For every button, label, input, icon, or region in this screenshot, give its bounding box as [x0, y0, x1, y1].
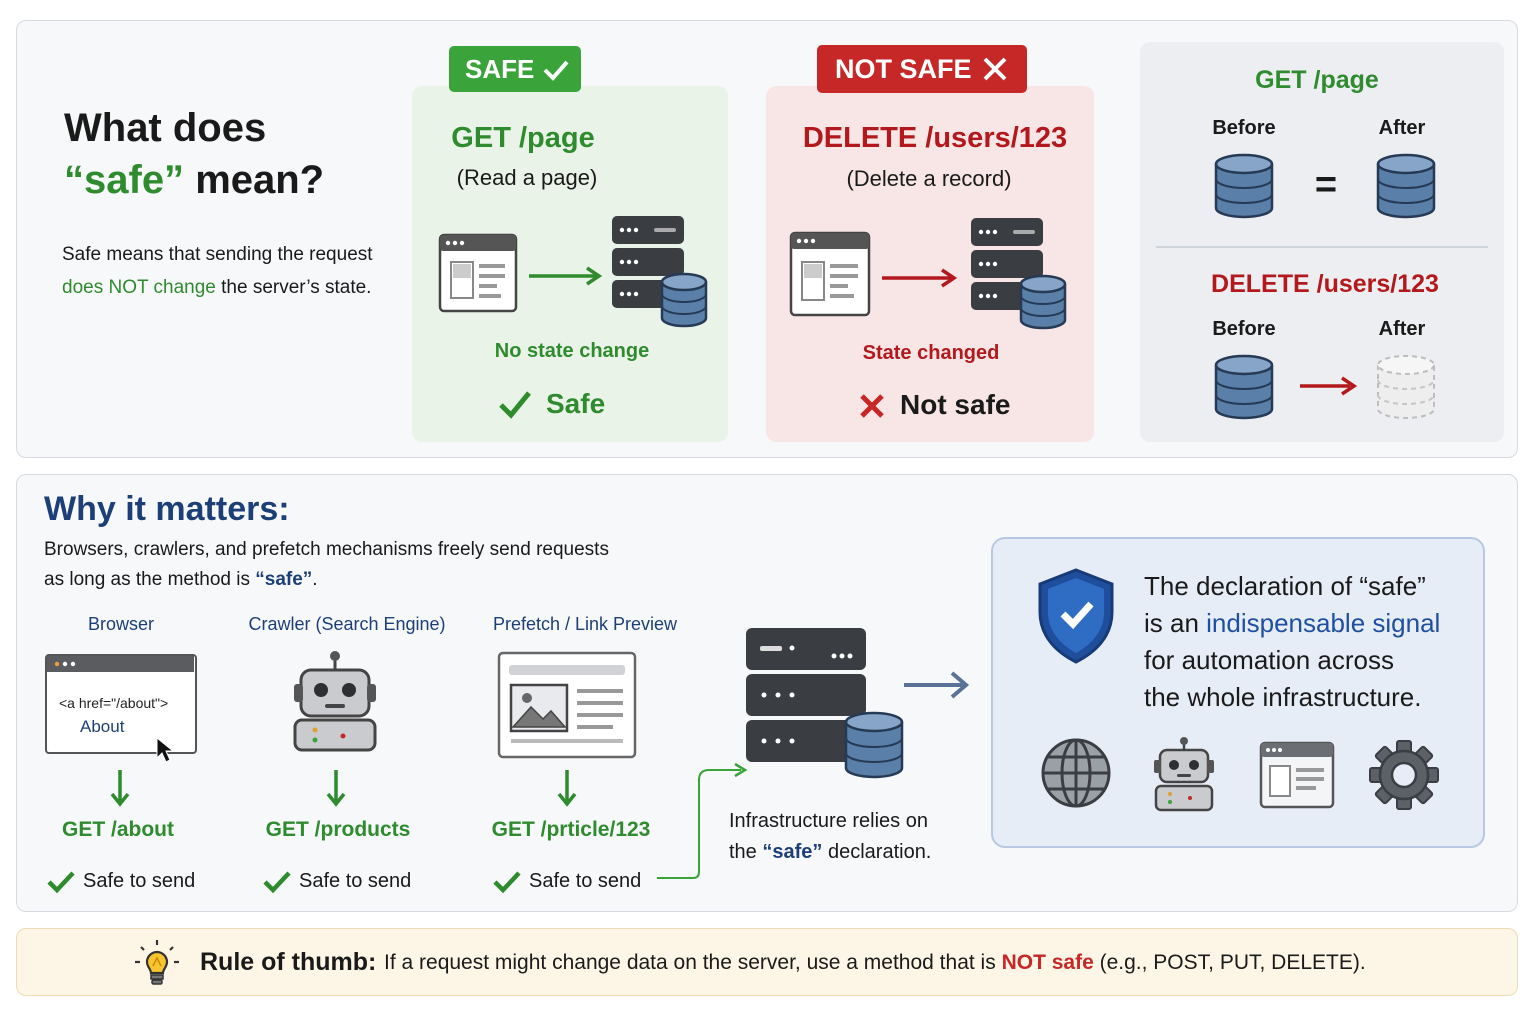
infra-caption-line2: the “safe” declaration. — [729, 841, 931, 864]
client-label-prefetch: Prefetch / Link Preview — [492, 614, 678, 634]
down-arrow-icon — [110, 770, 130, 807]
browser-titlebar — [47, 656, 194, 672]
browser-window-icon — [438, 233, 518, 313]
link-preview-icon — [497, 651, 637, 759]
connector-arrow-icon — [657, 762, 748, 879]
robot-icon — [293, 651, 377, 752]
delete-before-label: Before — [1212, 318, 1276, 340]
safe-word: “safe” — [64, 158, 185, 202]
database-icon — [1376, 153, 1436, 219]
request-get-products: GET /products — [265, 818, 411, 841]
check-icon — [47, 871, 75, 894]
x-icon — [983, 57, 1007, 81]
infra-prefix: the — [729, 841, 757, 863]
browser-window-icon — [1259, 741, 1335, 809]
request-get-about: GET /about — [62, 818, 174, 841]
mouse-cursor-icon — [156, 736, 175, 763]
html-anchor-snippet: <a href="/about"> — [59, 695, 169, 711]
safe-subtitle: (Read a page) — [456, 165, 598, 190]
signal-line3: for automation across — [1144, 645, 1395, 675]
unsafe-status: State changed — [862, 342, 1000, 364]
client-label-crawler: Crawler (Search Engine) — [248, 614, 446, 634]
infra-suffix: declaration. — [827, 841, 932, 863]
safe-status: No state change — [494, 340, 650, 362]
mean-word: mean? — [195, 158, 325, 202]
shield-check-icon — [1038, 568, 1114, 664]
signal-line1: The declaration of “safe” — [1144, 571, 1426, 601]
globe-icon — [1041, 738, 1111, 808]
indispensable-signal-highlight: indispensable signal — [1206, 608, 1441, 638]
comparison-delete-title: DELETE /users/123 — [1211, 270, 1439, 298]
rule-text-before: If a request might change data on the se… — [384, 951, 996, 974]
signal-line2: is an indispensable signal — [1144, 608, 1440, 639]
status-safe-to-send: Safe to send — [83, 870, 196, 892]
check-icon — [493, 871, 521, 894]
why-intro-line2: as long as the method is “safe”. — [44, 569, 318, 591]
server-with-database-icon — [746, 628, 904, 779]
safe-verdict: Safe — [546, 388, 606, 419]
unsafe-badge-label: NOT SAFE — [835, 54, 972, 84]
comparison-divider — [1156, 246, 1488, 248]
definition-line2: does NOT change the server’s state. — [62, 277, 371, 299]
right-arrow-icon — [904, 671, 970, 699]
status-safe-to-send: Safe to send — [299, 870, 412, 892]
delete-after-label: After — [1378, 318, 1426, 340]
check-icon — [543, 60, 569, 81]
safe-badge: SAFE — [449, 46, 581, 92]
rule-of-thumb-banner — [16, 928, 1518, 996]
signal-line4: the whole infrastructure. — [1144, 682, 1422, 712]
down-arrow-icon — [557, 770, 577, 807]
deleted-database-icon — [1377, 355, 1435, 419]
unsafe-verdict: Not safe — [900, 389, 1011, 420]
unsafe-verdict-x-icon — [860, 394, 884, 418]
red-arrow-icon — [1300, 376, 1358, 396]
safe-verdict-check-icon — [499, 391, 531, 419]
page-title-line2: “safe” mean? — [64, 158, 324, 203]
robot-icon — [1154, 737, 1214, 812]
unsafe-badge: NOT SAFE — [817, 45, 1027, 93]
signal-prefix: is an — [1144, 608, 1199, 638]
not-safe-highlight: NOT safe — [1001, 951, 1094, 974]
server-with-database-icon — [612, 216, 708, 328]
check-icon — [263, 871, 291, 894]
intro-safe-word: “safe” — [255, 569, 313, 590]
lightbulb-icon — [135, 940, 179, 985]
request-get-article: GET /prticle/123 — [491, 818, 651, 841]
comparison-card — [1140, 42, 1504, 442]
browser-mockup: <a href="/about"> About — [45, 654, 197, 763]
get-after-label: After — [1378, 117, 1426, 139]
client-label-browser: Browser — [87, 614, 155, 634]
database-icon — [1214, 354, 1274, 420]
equals-sign: = — [1314, 164, 1338, 206]
gear-icon — [1369, 740, 1439, 810]
infra-safe-word: “safe” — [762, 841, 823, 863]
get-before-label: Before — [1212, 117, 1276, 139]
why-title: Why it matters: — [44, 490, 290, 528]
safe-badge-label: SAFE — [465, 54, 535, 84]
red-arrow-icon — [882, 268, 958, 288]
rule-of-thumb-text: If a request might change data on the se… — [384, 951, 1366, 975]
about-link[interactable]: About — [80, 717, 125, 736]
definition-line1: Safe means that sending the request — [62, 244, 373, 265]
rule-text-after: (e.g., POST, PUT, DELETE). — [1099, 951, 1366, 974]
page-title-line1: What does — [64, 106, 267, 150]
definition-rest: the server’s state. — [221, 277, 372, 298]
unsafe-subtitle: (Delete a record) — [846, 166, 1012, 191]
database-icon — [1214, 153, 1274, 219]
green-arrow-icon — [529, 266, 603, 286]
intro-prefix: as long as the method is — [44, 569, 250, 590]
unsafe-method: DELETE /users/123 — [802, 122, 1068, 154]
why-intro-line1: Browsers, crawlers, and prefetch mechani… — [44, 539, 609, 560]
infra-caption-line1: Infrastructure relies on — [729, 810, 928, 832]
intro-suffix: . — [312, 569, 318, 590]
comparison-get-title: GET /page — [1255, 66, 1379, 94]
server-with-database-icon — [971, 218, 1067, 330]
does-not-change-highlight: does NOT change — [62, 277, 216, 298]
status-safe-to-send: Safe to send — [529, 870, 642, 892]
window-dots-icon — [54, 661, 76, 667]
rule-of-thumb-label: Rule of thumb: — [200, 948, 377, 976]
down-arrow-icon — [326, 770, 346, 807]
safe-method: GET /page — [451, 122, 595, 154]
browser-window-icon — [789, 231, 871, 317]
